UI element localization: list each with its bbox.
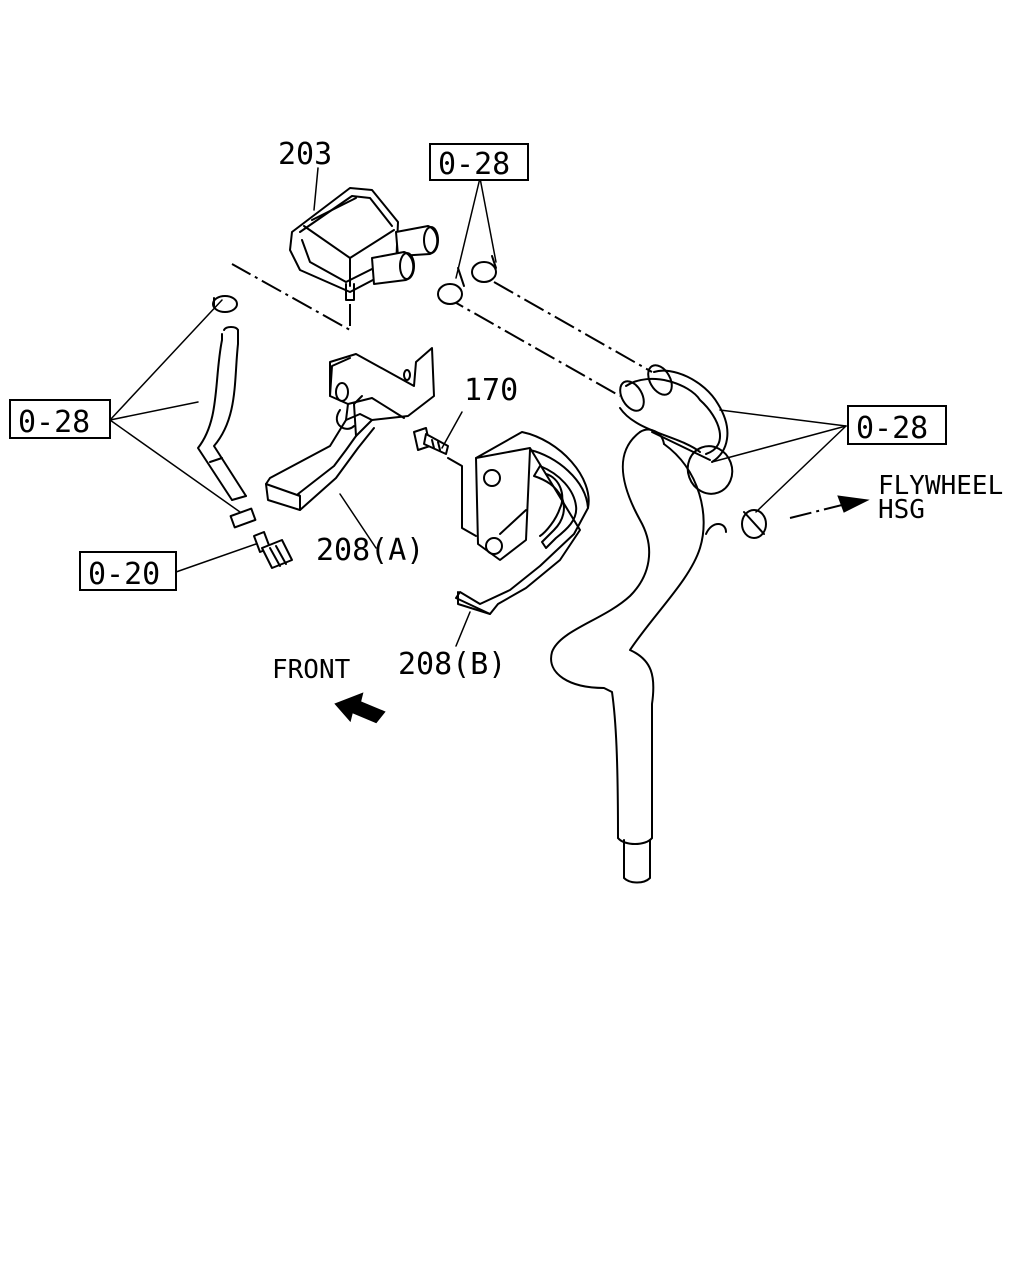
label-028-left: 0-28 xyxy=(18,405,90,440)
ref-box-020: 0-20 xyxy=(79,551,177,592)
leader-208b xyxy=(455,611,471,647)
label-020: 0-20 xyxy=(88,557,160,592)
bolt-phantom xyxy=(447,457,477,537)
ref-box-028-left: 0-28 xyxy=(9,399,111,440)
leader-020 xyxy=(175,543,257,573)
leaders-028-right xyxy=(711,409,847,513)
part-170-bolt xyxy=(413,427,449,455)
small-hose-left xyxy=(197,295,257,529)
leader-203 xyxy=(313,167,319,211)
leaders-028-top xyxy=(455,177,497,279)
label-203: 203 xyxy=(278,137,332,172)
label-hsg: HSG xyxy=(878,495,925,525)
label-028-top: 0-28 xyxy=(438,147,510,182)
flywheel-phantom-line xyxy=(789,503,847,519)
ref-box-028-top: 0-28 xyxy=(429,143,529,182)
part-208a-bracket xyxy=(265,347,435,511)
leaders-028-left xyxy=(109,299,241,513)
label-208b: 208(B) xyxy=(398,647,506,682)
label-flywheel: FLYWHEEL xyxy=(878,471,1003,501)
label-208a: 208(A) xyxy=(316,533,424,568)
label-front: FRONT xyxy=(272,655,351,685)
label-170: 170 xyxy=(464,373,518,408)
main-hose xyxy=(437,255,767,884)
leader-208a xyxy=(339,493,377,549)
flywheel-arrow-icon xyxy=(837,495,870,513)
ref-box-028-right: 0-28 xyxy=(847,405,947,446)
part-203-sensor xyxy=(289,187,439,301)
leader-170 xyxy=(441,411,463,449)
front-arrow-icon xyxy=(334,692,386,724)
phantom-203-hose xyxy=(231,263,351,332)
label-028-right: 0-28 xyxy=(856,411,928,446)
part-020-fitting xyxy=(253,531,293,569)
part-208b-bracket xyxy=(455,431,590,615)
